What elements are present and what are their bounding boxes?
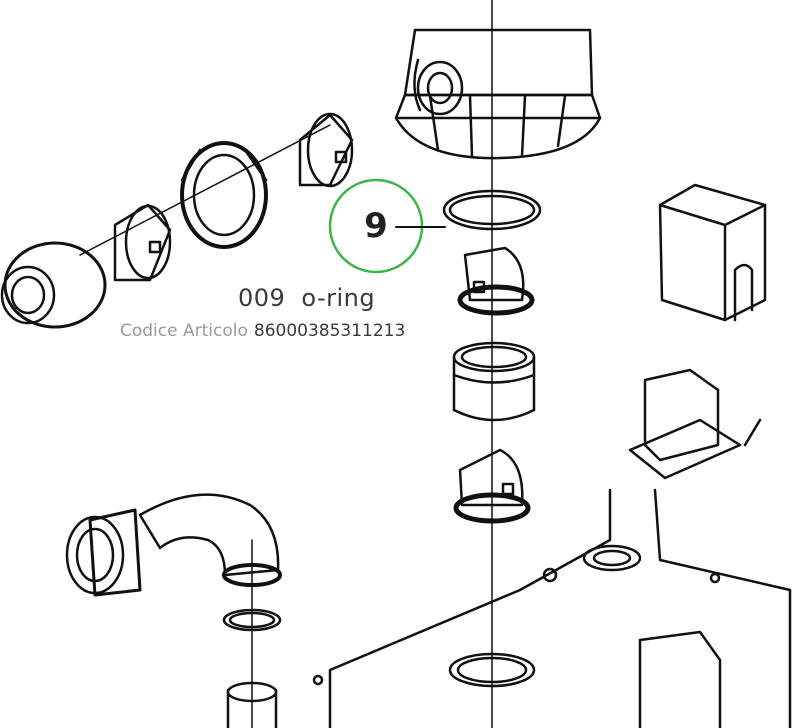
- article-label: Codice Articolo: [120, 321, 248, 341]
- control-board-part: [628, 368, 762, 480]
- elbow-connector-upper: [457, 246, 535, 316]
- o-ring-part: [442, 189, 542, 231]
- part-code: 009: [238, 284, 286, 312]
- elbow-connector-lower: [453, 448, 531, 524]
- part-title: 009 o-ring: [238, 284, 375, 312]
- callout-9: [328, 178, 446, 274]
- control-box-part: [658, 183, 767, 322]
- article-number: 86000385311213: [253, 321, 406, 341]
- tank-housing-part: [312, 488, 792, 728]
- bottom-left-elbow-pipe: [65, 493, 282, 728]
- part-name: o-ring: [301, 284, 376, 312]
- sleeve-part: [452, 341, 536, 422]
- left-pipe-assembly: [0, 112, 354, 329]
- pump-base-part: [394, 28, 602, 160]
